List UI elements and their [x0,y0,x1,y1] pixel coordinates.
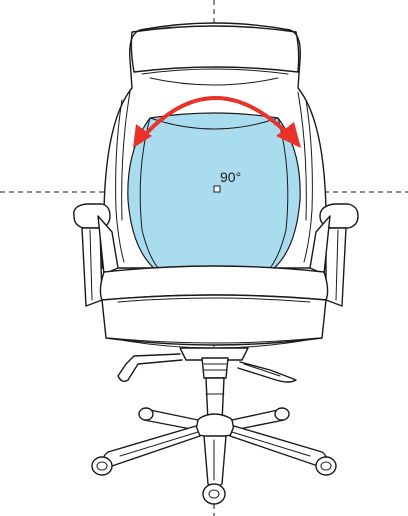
double-headed-curved-arrow-icon [140,96,294,140]
chair-seat [99,265,329,349]
rotation-arrow [133,96,301,148]
right-armrest [309,203,359,307]
caster-wheel [91,456,113,476]
left-armrest [73,203,119,307]
chair-base [102,409,328,488]
caster-wheel [202,483,226,505]
caster-wheel [138,407,154,421]
tilt-lever [117,353,183,383]
lumbar-support [127,112,301,276]
height-lever [237,361,297,383]
caster-wheel [315,456,337,476]
seat-mechanism [117,347,297,383]
caster-wheel [274,407,290,421]
casters [91,407,337,505]
angle-label: 90° [220,169,241,185]
right-angle-marker-icon [213,185,221,193]
